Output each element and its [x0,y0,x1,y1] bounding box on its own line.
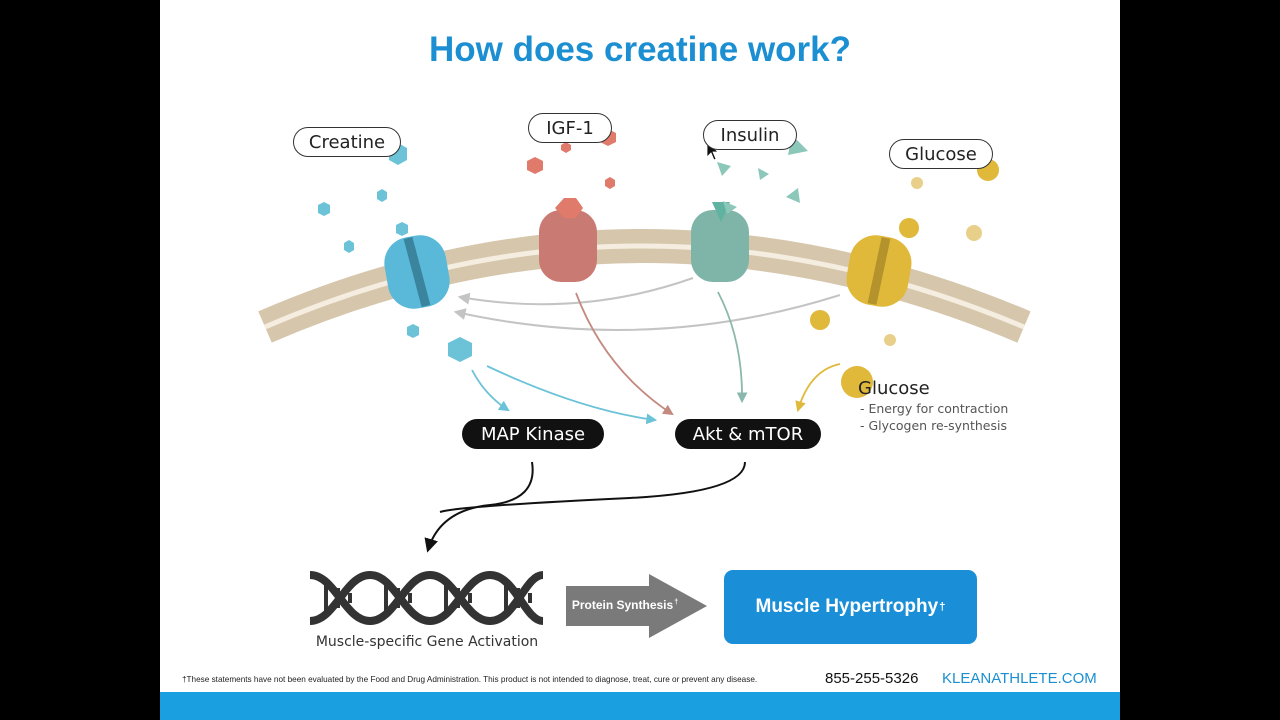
glucose-note-title: Glucose [858,378,930,399]
creatine-to-akt-arrow [486,365,658,425]
phone-number: 855-255-5326 [825,670,919,687]
igf1-to-akt-arrow [575,292,674,416]
akt-to-dna-arrow [439,461,746,513]
slide: How does creatine work? [160,0,1120,720]
insulin-to-akt-arrow [717,291,748,404]
creatine-to-map-arrow [471,369,510,412]
creatine-molecules [318,143,472,362]
insulin-receptor [691,202,749,282]
cell-membrane [258,229,1031,343]
dagger-mark: † [674,597,679,606]
protein-synthesis-label: Protein Synthesis† [571,597,679,612]
gray-right-arrow-icon [566,574,707,638]
dna-helix-icon [309,570,544,626]
website-link[interactable]: KLEANATHLETE.COM [942,670,1097,687]
glucose-to-akt-arrow [795,363,841,413]
creatine-label: Creatine [293,127,401,157]
glucose-note-item: - Glycogen re-synthesis [860,418,1007,433]
crosstalk-arrows [453,277,841,331]
gene-activation-caption: Muscle-specific Gene Activation [315,634,539,650]
glucose-transporter [846,235,912,307]
footer-bar [160,692,1120,720]
map-to-dna-arrow [424,461,534,553]
insulin-molecules [717,135,808,214]
creatine-transporter [384,235,450,309]
map-kinase-pill: MAP Kinase [462,419,604,449]
igf1-label: IGF-1 [528,113,612,143]
fda-disclaimer: †These statements have not been evaluate… [182,675,758,684]
glucose-molecules [810,159,999,398]
creatine-diagram [258,129,1031,638]
igf1-receptor [539,198,597,282]
muscle-hypertrophy-box: Muscle Hypertrophy† [724,570,977,644]
glucose-note: Glucose - Energy for contraction - Glyco… [858,378,1008,435]
insulin-label: Insulin [703,120,797,150]
akt-mtor-pill: Akt & mTOR [675,419,821,449]
dagger-mark: † [939,601,946,613]
slide-title: How does creatine work? [428,30,852,69]
glucose-note-item: - Energy for contraction [860,401,1009,416]
glucose-label: Glucose [889,139,993,169]
